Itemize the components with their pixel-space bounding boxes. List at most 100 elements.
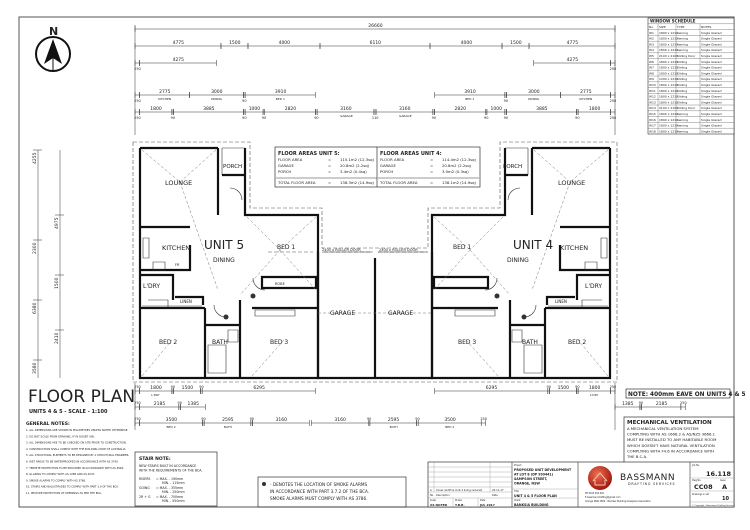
window-schedule-cell: Single Glazed — [701, 66, 722, 70]
room-lounge-4: LOUNGE — [558, 179, 585, 187]
window-schedule-cell: W14 — [649, 106, 656, 110]
dimension-value: 90 — [575, 116, 579, 120]
contact-line: PH 0400 000 000 — [585, 492, 605, 495]
smoke-note-line: SMOKE ALARMS MUST COMPLY WITH AS 3786. — [270, 496, 367, 501]
window-schedule-cell: W8 — [649, 71, 654, 75]
window-schedule-cell: 1800 x 1210 — [659, 71, 678, 75]
dimension-value: 1800 — [150, 385, 162, 391]
dimension-value: 3000 — [211, 89, 223, 95]
window-schedule-cell: Awning — [677, 48, 688, 52]
room-bath-4: BATH — [522, 339, 538, 346]
dimension-label: BATH — [224, 425, 232, 429]
dimension-label: KITCHEN — [158, 97, 171, 101]
stair-note-line: NEW STAIRS BUILT IN ACCORDANCE — [139, 464, 196, 468]
project-line: SAMPSON STREET, — [514, 477, 547, 481]
window-schedule-cell: Single Glazed — [701, 124, 722, 128]
dimension-value: 250 — [134, 116, 141, 120]
dimension-value: 4275 — [173, 57, 185, 63]
dimension-value: 1385 — [188, 401, 200, 407]
dimension-value: 90 — [201, 417, 205, 421]
floor-area-equals: = — [430, 169, 433, 174]
room-garage-4: GARAGE — [388, 310, 413, 317]
window-schedule-cell: Single Glazed — [701, 42, 722, 46]
dimension-label: DINING — [528, 97, 540, 101]
dimension-value: 90 — [367, 417, 371, 421]
stair-note-max: = MAX. - 355mm — [156, 486, 183, 490]
smoke-alarm-icon — [262, 482, 266, 486]
total-floor-area-label: TOTAL FLOOR AREA — [379, 180, 418, 185]
dimension-value: 250 — [134, 385, 141, 389]
dimension-value: 2185 — [656, 401, 668, 407]
stair-note-label: 2R + G — [139, 495, 151, 499]
window-schedule-cell: W15 — [649, 112, 656, 116]
dimension-value: 2775 — [580, 89, 592, 95]
dimension-value: 2820 — [285, 106, 297, 112]
dimension-value: 26660 — [368, 23, 382, 29]
drawing-number-label: Dwg No. — [692, 479, 701, 482]
dimension-value: 90 — [178, 401, 182, 405]
north-label: N — [49, 25, 58, 38]
dimension-value: 2595 — [388, 417, 400, 423]
floor-area-equals: = — [430, 180, 433, 185]
project-line: ORANGE, NSW — [514, 482, 540, 486]
project-line: AT LOT 8 (DP 999441) — [514, 473, 554, 477]
floor-area-value: 3.4m2 (0.4sq) — [340, 169, 367, 174]
window-schedule-cell: Single Glazed — [701, 37, 722, 41]
floor-area-equals: = — [328, 180, 331, 185]
dimension-value: 3885 — [203, 106, 215, 112]
stair-note-line: WITH THE REQUIREMENTS OF THE BCA. — [139, 469, 202, 473]
floor-area-equals: = — [430, 163, 433, 168]
dimension-value: 250 — [610, 67, 617, 71]
unit-5-walls — [138, 146, 320, 380]
dimension-value: 1500 — [558, 385, 570, 391]
dimension-value: 4775 — [567, 40, 579, 46]
dimension-value: 4275 — [567, 57, 579, 63]
window-schedule-cell: Single Glazed — [701, 60, 722, 64]
dimension-value: 2775 — [159, 89, 171, 95]
floor-areas-heading: FLOOR AREAS UNIT 5: — [278, 151, 340, 157]
window-schedule-cell: Sliding — [677, 66, 687, 70]
room-linen-4: LINEN — [555, 299, 567, 304]
dimension-value: 6110 — [370, 40, 382, 46]
date-value: JUL 2017 — [479, 503, 495, 507]
dimension-value: 90 — [171, 116, 175, 120]
dimension-value: 6380 — [32, 302, 38, 314]
general-note-line: 10. STAIRS AND BALUSTRADES TO COMPLY WIT… — [26, 485, 119, 489]
floor-areas-table: FLOOR AREAS UNIT 5:FLOOR AREA=115.1m2 (1… — [274, 146, 481, 188]
dimension-value: 250 — [480, 417, 487, 421]
window-schedule-cell: 1800 x 1210 — [659, 100, 678, 104]
job-number-label: Job No. — [691, 464, 700, 467]
column-header: SIZE — [659, 25, 666, 29]
floor-area-value: 115.1m2 (12.3sq) — [340, 157, 375, 162]
room-bed2-5: BED 2 — [159, 339, 177, 346]
mech-vent-line: MUST BE INSTALLED TO ANY HABITABLE ROOM — [627, 437, 716, 442]
dimension-value: 2410 — [54, 332, 60, 344]
floor-area-equals: = — [328, 169, 331, 174]
window-schedule-cell: Single Glazed — [701, 54, 722, 58]
dimension-label: BED 1 — [465, 97, 474, 101]
room-dining-5: DINING — [213, 257, 235, 264]
project-label: Project — [514, 464, 522, 467]
window-schedule-cell: Sliding — [677, 71, 687, 75]
window-schedule-cell: Sliding — [677, 89, 687, 93]
roller-door-label: 2400 x ROLLER DOOR — [379, 248, 418, 252]
stair-note-min: MIN. - 550mm — [162, 499, 185, 503]
room-kitchen-5: KITCHEN — [162, 244, 190, 252]
window-schedule-cell: 2100 x 2100 — [659, 54, 678, 58]
dimension-value: 1500 — [510, 40, 522, 46]
window-schedule-cell: Single Glazed — [701, 31, 722, 35]
general-notes: GENERAL NOTES: 1. ALL DIMENSIONS ARE SHO… — [26, 421, 129, 495]
dimension-value: 90 — [432, 116, 436, 120]
window-schedule-title: WINDOW SCHEDULE — [650, 19, 696, 24]
revision-header: No. — [430, 494, 434, 497]
dimension-label: DINING — [211, 97, 223, 101]
issue-label: Issue — [720, 479, 726, 482]
general-notes-heading: GENERAL NOTES: — [26, 421, 70, 427]
room-bed3-5: BED 3 — [270, 339, 288, 346]
dimension-value: 1000 — [249, 106, 261, 112]
company-logo — [588, 466, 612, 490]
mech-vent-heading: MECHANICAL VENTILATION — [627, 420, 712, 426]
window-schedule-cell: 1800 x 1210 — [659, 129, 678, 133]
dimension-value: 1800 — [589, 385, 601, 391]
